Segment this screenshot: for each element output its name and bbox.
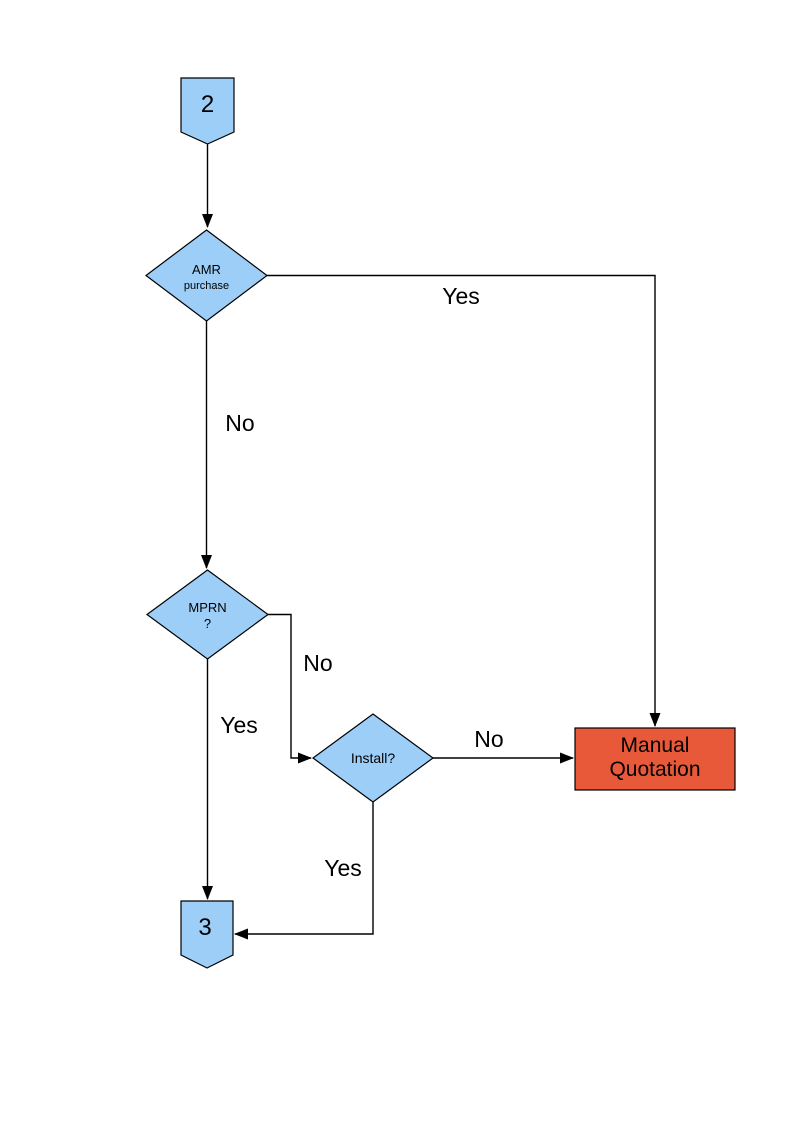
amr-purchase-decision-shape bbox=[145, 229, 268, 322]
mprn-decision-shape bbox=[145, 569, 270, 660]
manual-quotation-label-line2: Quotation bbox=[609, 758, 700, 781]
edge-label-mprn-yes: Yes bbox=[220, 712, 258, 738]
offpage-connector-2-shape bbox=[180, 77, 235, 145]
mprn-decision-label-line1: MPRN bbox=[188, 600, 226, 615]
edge-label-install-yes: Yes bbox=[324, 855, 362, 881]
amr-purchase-decision-label-line2: purchase bbox=[184, 280, 229, 292]
edge-label-amr-no: No bbox=[225, 410, 254, 436]
edge-mprn-no-to-install bbox=[268, 613, 312, 764]
offpage-connector-2-label: 2 bbox=[201, 91, 214, 118]
edge-label-mprn-no: No bbox=[303, 650, 332, 676]
edge-install-yes-to-connector3 bbox=[234, 802, 374, 940]
offpage-connector-3-shape bbox=[180, 900, 234, 969]
manual-quotation-process-shape bbox=[574, 727, 736, 791]
manual-quotation-label-line1: Manual bbox=[621, 734, 690, 757]
edge-label-install-no: No bbox=[474, 726, 503, 752]
edge-amr-yes-to-manual-quotation bbox=[267, 274, 661, 727]
amr-purchase-decision-label-line1: AMR bbox=[192, 262, 221, 277]
edge-label-amr-yes: Yes bbox=[442, 283, 480, 309]
install-decision-shape bbox=[311, 713, 435, 803]
mprn-decision-label-line2: ? bbox=[204, 616, 211, 631]
install-decision-label: Install? bbox=[351, 750, 396, 766]
offpage-connector-3-label: 3 bbox=[198, 914, 211, 941]
